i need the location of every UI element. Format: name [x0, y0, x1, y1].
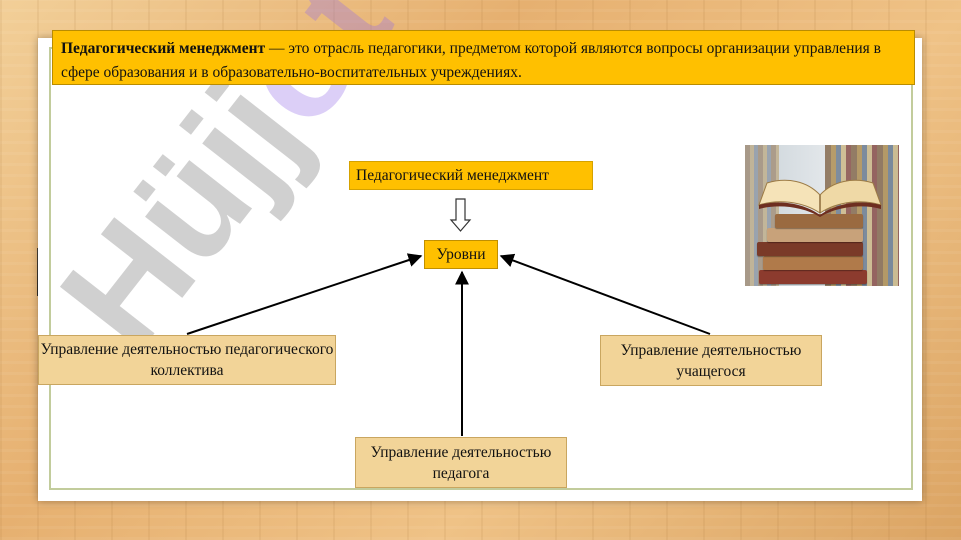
hollow-down-arrow-icon	[449, 198, 472, 232]
book	[767, 228, 863, 242]
collective-management-label: Управление деятельностью педагогического…	[40, 341, 334, 379]
definition-text: — это отрасль педагогики, предметом кото…	[61, 40, 881, 81]
diagram-title: Педагогический менеджмент	[356, 167, 549, 184]
book	[757, 242, 863, 256]
definition-box: Педагогический менеджмент — это отрасль …	[52, 30, 915, 85]
levels-label: Уровни	[436, 246, 486, 263]
diagram-title-box: Педагогический менеджмент	[349, 161, 593, 190]
books-stack-image	[745, 145, 899, 286]
arrow-collective-to-levels	[186, 253, 423, 335]
arrow-student-to-levels	[499, 253, 711, 335]
teacher-management-box: Управление деятельностью педагога	[355, 437, 567, 488]
student-management-label: Управление деятельностью учащегося	[620, 341, 802, 380]
collective-management-box: Управление деятельностью педагогического…	[38, 335, 336, 385]
book	[775, 214, 863, 228]
definition-term: Педагогический менеджмент	[61, 40, 266, 57]
student-management-box: Управление деятельностью учащегося	[600, 335, 822, 386]
book	[759, 270, 867, 284]
book	[763, 256, 863, 270]
teacher-management-label: Управление деятельностью педагога	[370, 443, 552, 482]
levels-box: Уровни	[424, 240, 498, 269]
open-book-icon	[758, 179, 882, 217]
